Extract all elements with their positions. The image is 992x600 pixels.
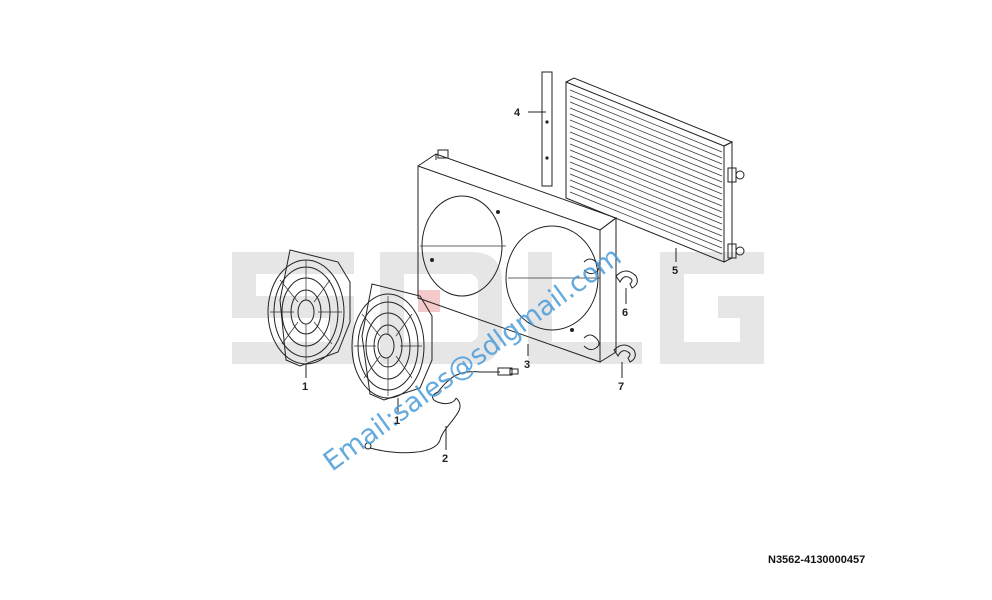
callout-5-condenser: 5 <box>672 265 678 277</box>
part-number-label: N3562-4130000457 <box>768 554 865 566</box>
clip-part-6 <box>615 270 638 289</box>
callout-4-strip: 4 <box>514 107 521 119</box>
logo-accent-square <box>418 290 440 312</box>
clip-part-7 <box>613 344 636 363</box>
wiring-harness-part-2 <box>364 367 519 454</box>
callout-3-shroud: 3 <box>524 359 530 371</box>
callout-6-clip: 6 <box>622 307 628 319</box>
fan-assembly-part-1-rear <box>267 249 351 367</box>
callout-7-clip: 7 <box>618 381 624 393</box>
seal-strip-part-4 <box>541 71 553 187</box>
callout-2-harness: 2 <box>442 453 448 465</box>
fan-shroud-part-3 <box>417 149 618 363</box>
fan-assembly-part-1-front <box>351 283 433 401</box>
leader-lines <box>305 111 677 450</box>
callout-1-front-fan: 1 <box>394 415 400 427</box>
condenser-part-5 <box>565 77 745 263</box>
callout-1-rear-fan: 1 <box>302 381 308 393</box>
